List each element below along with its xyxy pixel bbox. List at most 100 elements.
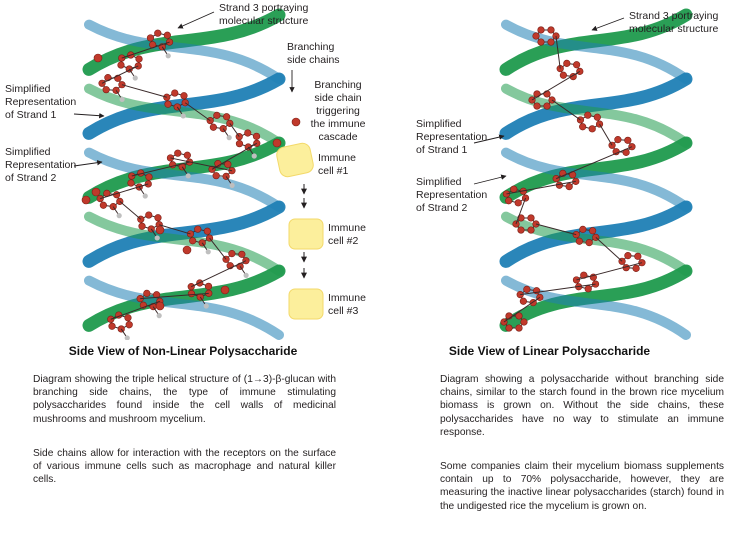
glycosidic-bond — [100, 183, 149, 200]
side-chain-atom — [155, 225, 165, 235]
carbon-atom — [543, 102, 551, 110]
carbon-atom — [565, 183, 573, 191]
carbon-atom — [547, 38, 555, 46]
carbon-atom — [585, 239, 593, 247]
carbon-atom — [505, 324, 513, 332]
label-immune-cell-1: Immune cell #1 — [318, 152, 356, 177]
carbon-atom — [595, 120, 604, 128]
carbon-atom — [174, 149, 182, 157]
blue-strand-segment — [84, 19, 284, 84]
carbon-atom — [624, 252, 632, 260]
glycosidic-bond — [595, 237, 623, 262]
glycosidic-bond — [551, 99, 581, 121]
glycosidic-bond — [121, 41, 170, 59]
carbon-atom — [532, 32, 540, 40]
carbon-atom — [543, 90, 551, 98]
hydrogen-atom — [180, 113, 186, 119]
carbon-atom — [638, 259, 646, 267]
hydrogen-atom — [142, 193, 148, 199]
carbon-atom — [146, 34, 155, 42]
carbon-atom — [194, 225, 202, 233]
glycosidic-bond — [209, 237, 227, 260]
glycosidic-bond — [520, 283, 596, 296]
carbon-atom — [180, 92, 188, 100]
blue-strand-segment — [84, 275, 284, 340]
carbon-atom — [212, 172, 220, 180]
carbon-atom — [593, 113, 601, 121]
carbon-atom — [96, 195, 104, 203]
carbon-atom — [576, 116, 585, 124]
glycosidic-bond — [531, 70, 581, 101]
carbon-atom — [519, 297, 527, 305]
carbon-atom — [523, 285, 531, 293]
carbon-atom — [102, 86, 110, 94]
blue-strand-segment — [84, 147, 284, 212]
glycosidic-bond — [515, 197, 527, 225]
blue-strand-segment — [499, 200, 693, 268]
linear-panel: Strand 3 portraying molecular structure … — [366, 0, 733, 535]
hydrogen-atom — [165, 53, 171, 59]
hydrogen-atom — [243, 272, 249, 278]
carbon-atom — [584, 285, 592, 293]
side-chain-atom — [272, 138, 282, 148]
carbon-atom — [138, 222, 146, 230]
carbon-atom — [589, 227, 597, 235]
carbon-atom — [164, 100, 172, 108]
carbon-atom — [533, 90, 541, 98]
carbon-atom — [224, 160, 232, 168]
green-strand-segment — [499, 8, 693, 76]
carbon-atom — [187, 283, 195, 291]
hydrogen-atom — [116, 213, 122, 219]
heading-linear: Side View of Linear Polysaccharide — [448, 344, 651, 358]
side-chain-atom — [220, 285, 230, 295]
carbon-atom — [154, 214, 162, 222]
glycosidic-bond — [191, 260, 247, 288]
carbon-atom — [514, 199, 522, 207]
hydrogen-atom — [251, 153, 257, 159]
glycosidic-bond — [119, 201, 142, 220]
label-immune-cell-3: Immune cell #3 — [328, 292, 366, 317]
carbon-atom — [117, 325, 125, 333]
side-chain-atom — [182, 245, 192, 255]
carbon-atom — [145, 211, 153, 219]
carbon-atom — [579, 225, 587, 233]
carbon-atom — [181, 99, 189, 107]
label-strand-1: Simplified Representation of Strand 1 — [416, 118, 488, 156]
carbon-atom — [171, 89, 179, 97]
hydrogen-atom — [154, 235, 160, 241]
description-linear: Diagram showing a polysaccharide without… — [440, 374, 724, 438]
carbon-atom — [107, 315, 115, 323]
carbon-atom — [145, 173, 153, 181]
strand3-pointer — [591, 17, 625, 31]
glycosidic-bond — [110, 300, 160, 320]
hydrogen-atom — [205, 249, 211, 255]
label-branching-side-chains: Branching side chains — [287, 41, 340, 66]
label-strand-3: Strand 3 portraying molecular structure — [219, 2, 309, 27]
hydrogen-atom — [185, 173, 191, 179]
linear-helix-diagram — [473, 8, 693, 340]
label-immune-cell-2: Immune cell #2 — [328, 222, 366, 247]
carbon-atom — [112, 86, 120, 94]
carbon-atom — [117, 61, 125, 69]
blue-strand-segment — [82, 200, 286, 268]
carbon-atom — [624, 136, 632, 144]
glycosidic-bond — [121, 84, 167, 98]
carbon-atom — [153, 291, 161, 299]
carbon-atom — [173, 103, 181, 111]
carbon-atom — [579, 123, 587, 131]
glycosidic-bond — [101, 65, 139, 84]
carbon-atom — [634, 252, 642, 260]
carbon-atom — [632, 264, 640, 272]
hydrogen-atom — [119, 96, 125, 102]
strand2-pointer — [73, 160, 103, 167]
blue-strand-segment — [501, 147, 691, 212]
carbon-atom — [563, 59, 571, 67]
carbon-atom — [125, 321, 133, 329]
carbon-atom — [183, 151, 191, 159]
green-strand-segment — [84, 211, 284, 276]
side-chain-atom — [81, 195, 91, 205]
hydrogen-atom — [132, 75, 138, 81]
glycosidic-bond — [211, 142, 258, 170]
hydrogen-atom — [124, 335, 130, 340]
carbon-atom — [154, 29, 162, 37]
